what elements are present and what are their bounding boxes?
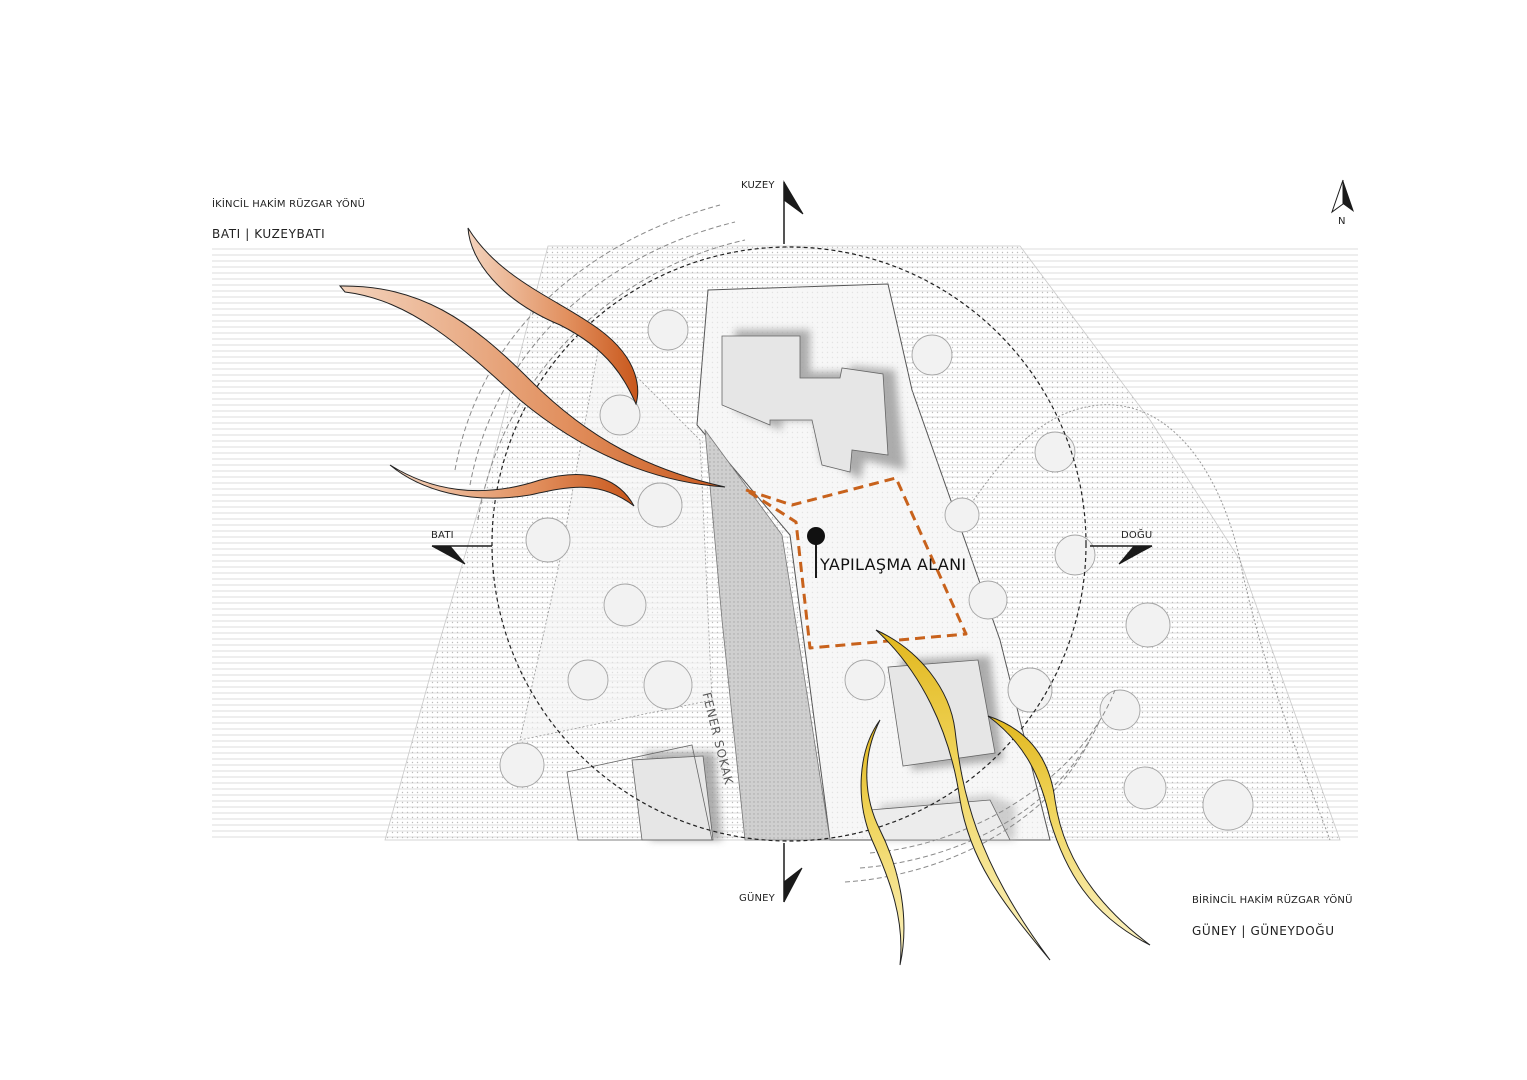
north-arrow-letter: N: [1338, 216, 1346, 227]
parcel-west: [519, 339, 713, 741]
analysis-circle: [491, 246, 1087, 842]
west-marker-icon: [431, 545, 466, 565]
building-south-outline: [566, 744, 713, 841]
site-label: YAPILAŞMA ALANI: [820, 555, 967, 574]
east-marker-icon: [1118, 545, 1153, 565]
compass-markers: [431, 180, 1153, 903]
site-pin-icon: [807, 527, 825, 578]
street-fener-sokak: [704, 428, 831, 841]
buildings: [566, 330, 1015, 841]
secondary-wind-directions: BATI | KUZEYBATI: [212, 227, 326, 241]
secondary-wind-ribbons: [338, 227, 726, 507]
compass-south-label: GÜNEY: [739, 893, 775, 904]
compass-north-label: KUZEY: [741, 180, 775, 191]
secondary-wind-title: İKİNCİL HAKİM RÜZGAR YÖNÜ: [212, 199, 366, 210]
south-marker-icon: [783, 867, 803, 903]
primary-wind-ribbons: [860, 629, 1151, 966]
north-marker-icon: [783, 180, 804, 215]
primary-wind-directions: GÜNEY | GÜNEYDOĞU: [1192, 924, 1335, 938]
building-north: [721, 335, 889, 473]
compass-west-label: BATI: [431, 530, 454, 541]
trees: [499, 309, 1254, 831]
primary-wind-title: BİRİNCİL HAKİM RÜZGAR YÖNÜ: [1192, 895, 1353, 906]
building-south-west: [631, 755, 714, 841]
north-arrow-icon: [1331, 179, 1354, 214]
site-boundary-dashed: [744, 476, 968, 650]
parcel-east-curve: [959, 404, 1331, 841]
compass-east-label: DOĞU: [1121, 530, 1153, 541]
